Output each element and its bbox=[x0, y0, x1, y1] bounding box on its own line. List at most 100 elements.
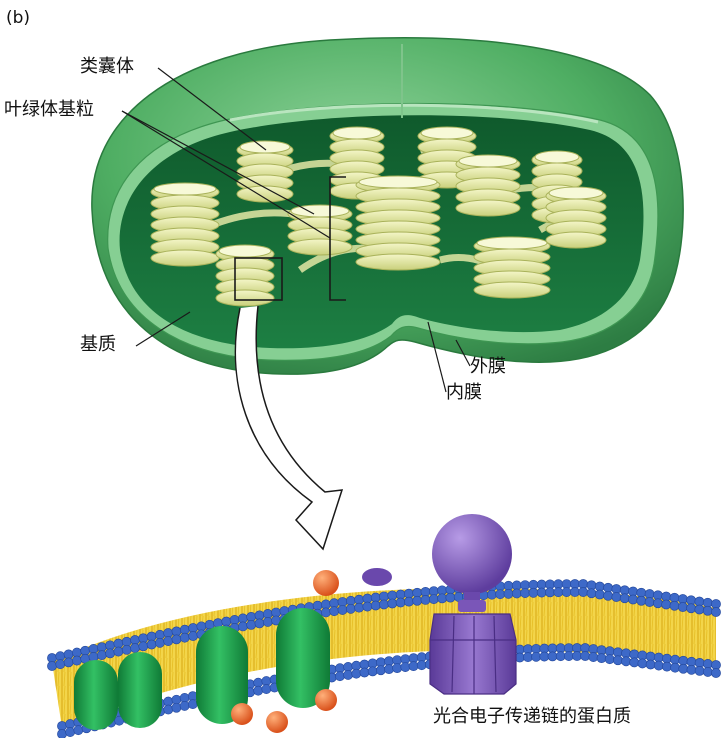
lipid-head bbox=[677, 602, 688, 612]
lipid-head bbox=[711, 607, 721, 617]
panel-label: (b) bbox=[6, 8, 31, 28]
zoom-arrow bbox=[234, 305, 344, 551]
thylakoid-disk bbox=[355, 253, 441, 271]
lipid-head bbox=[359, 667, 370, 678]
label-outer-membrane: 外膜 bbox=[470, 356, 506, 377]
lipid-head bbox=[629, 657, 640, 668]
purple-protein-head bbox=[432, 514, 512, 594]
lipid-head bbox=[653, 598, 663, 609]
label-granum: 叶绿体基粒 bbox=[4, 99, 94, 120]
lipid-head bbox=[621, 656, 631, 667]
label-etc-protein: 光合电子传递链的蛋白质 bbox=[433, 706, 631, 727]
leader-inner bbox=[427, 321, 447, 393]
lipid-head bbox=[636, 595, 647, 606]
thylakoid-disk-top bbox=[239, 140, 291, 154]
lipid-head bbox=[437, 593, 447, 604]
lipid-head bbox=[65, 727, 76, 737]
lipid-head bbox=[354, 602, 364, 613]
zoom-box bbox=[234, 257, 283, 301]
lipid-head bbox=[187, 699, 198, 710]
lipid-head bbox=[329, 606, 340, 617]
lipid-head bbox=[154, 637, 165, 648]
leader-stroma bbox=[135, 311, 191, 347]
grana-group bbox=[150, 126, 607, 307]
lipid-head bbox=[486, 589, 497, 600]
lipid-head bbox=[105, 648, 115, 659]
thylakoid-disk-top bbox=[420, 126, 474, 140]
lipid-head bbox=[55, 659, 66, 670]
lipid-head bbox=[188, 631, 198, 641]
orange-carrier-4 bbox=[266, 711, 288, 733]
orange-carrier-3 bbox=[231, 703, 253, 725]
lipid-head bbox=[702, 605, 713, 616]
thylakoid-disk-top bbox=[476, 236, 548, 250]
granum-stack bbox=[287, 204, 353, 256]
lipid-head bbox=[400, 662, 411, 672]
thylakoid-disk bbox=[236, 185, 294, 203]
lipid-head bbox=[603, 590, 613, 601]
lipid-head bbox=[384, 664, 394, 675]
lipid-head bbox=[408, 661, 419, 672]
lipid-head bbox=[379, 599, 389, 610]
lipid-head bbox=[445, 592, 456, 603]
lipid-head bbox=[163, 704, 174, 715]
thylakoid-disk bbox=[150, 249, 220, 267]
lipid-head bbox=[586, 588, 597, 599]
purple-protein bbox=[429, 514, 517, 695]
lipid-head bbox=[495, 589, 506, 600]
lipid-head bbox=[337, 605, 348, 615]
thylakoid-disk-top bbox=[290, 204, 350, 218]
lipid-head bbox=[320, 607, 331, 618]
thylakoid-disk bbox=[215, 289, 275, 307]
purple-protein-base bbox=[429, 613, 517, 695]
granum-stack bbox=[473, 236, 551, 299]
lipid-head bbox=[63, 657, 74, 668]
lipid-head bbox=[254, 618, 265, 629]
lipid-head bbox=[563, 651, 574, 661]
lipid-head bbox=[253, 685, 264, 696]
lipid-head bbox=[555, 651, 566, 662]
granum-stack bbox=[455, 154, 521, 217]
lipid-head bbox=[553, 587, 564, 598]
lipid-head bbox=[678, 663, 689, 674]
lipid-head bbox=[645, 659, 656, 670]
lipid-head bbox=[561, 587, 572, 597]
purple-carrier bbox=[362, 568, 392, 586]
lipid-head bbox=[613, 655, 623, 666]
lipid-head bbox=[395, 597, 406, 608]
lipid-head bbox=[520, 588, 530, 598]
lipid-head bbox=[72, 655, 82, 666]
green-protein-3 bbox=[196, 626, 248, 724]
orange-carrier-1 bbox=[313, 570, 339, 596]
lipid-head bbox=[644, 597, 655, 607]
label-inner-membrane: 内膜 bbox=[446, 382, 482, 403]
lipid-head bbox=[370, 600, 381, 611]
lipid-head bbox=[179, 701, 190, 711]
lipid-head bbox=[702, 667, 713, 677]
lipid-head bbox=[669, 600, 680, 611]
granum-stack bbox=[355, 175, 441, 271]
lipid-head bbox=[637, 658, 648, 669]
lipid-head bbox=[686, 664, 697, 675]
lipid-head bbox=[694, 665, 705, 676]
lipid-head bbox=[367, 666, 378, 677]
lipid-head bbox=[73, 725, 84, 736]
thylakoid-disk bbox=[455, 199, 521, 217]
granum-stack bbox=[150, 182, 220, 267]
lipid-head bbox=[343, 670, 354, 680]
lipid-head bbox=[96, 650, 107, 661]
lipid-head bbox=[146, 639, 157, 650]
thylakoid-membrane bbox=[47, 514, 721, 738]
thylakoid-disk-top bbox=[534, 150, 580, 164]
lipid-head bbox=[528, 587, 539, 598]
lipid-head bbox=[113, 646, 124, 657]
lipid-head bbox=[711, 668, 721, 678]
lipid-head bbox=[523, 652, 533, 663]
lipid-head bbox=[420, 595, 431, 605]
lipid-head bbox=[661, 599, 672, 610]
thylakoid-disk bbox=[545, 231, 607, 249]
granum-bracket bbox=[329, 176, 346, 301]
lipid-head bbox=[662, 661, 672, 672]
thylakoid-disk-top bbox=[358, 175, 438, 189]
